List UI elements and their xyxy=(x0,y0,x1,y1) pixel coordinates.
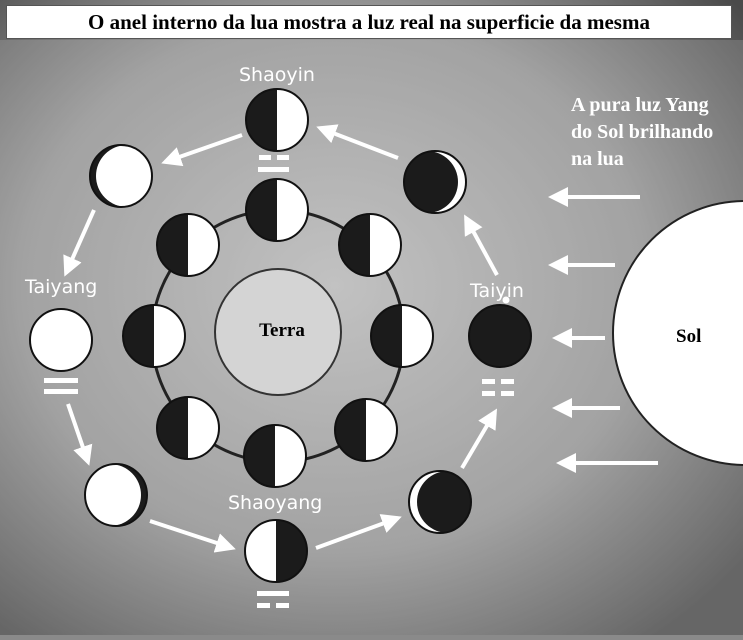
caption-line: na lua xyxy=(571,148,624,170)
half-moon xyxy=(245,88,309,152)
new-moon xyxy=(468,304,532,368)
half-moon xyxy=(156,396,220,460)
cycle-arrow xyxy=(63,209,96,277)
half-moon xyxy=(122,304,186,368)
label-shaoyang: Shaoyang xyxy=(228,492,323,514)
label-taiyang: Taiyang xyxy=(25,276,98,298)
earth xyxy=(214,268,342,396)
shaoyang-symbol xyxy=(257,591,289,608)
inner-moons xyxy=(122,178,434,488)
half-moon xyxy=(334,398,398,462)
sunlight-caption: A pura luz Yang do Sol brilhando na lua xyxy=(571,92,741,173)
half-moon xyxy=(244,519,308,583)
cycle-arrow xyxy=(66,403,93,466)
cycle-arrow xyxy=(316,124,399,160)
reference-dot xyxy=(502,296,510,304)
half-moon xyxy=(338,213,402,277)
gibbous-moon xyxy=(89,144,153,208)
half-moon xyxy=(370,304,434,368)
label-taiyin: Taiyin xyxy=(470,280,524,302)
sun-label: Sol xyxy=(676,326,702,347)
sun-rays xyxy=(548,187,658,473)
cycle-arrow xyxy=(464,214,499,276)
half-moon xyxy=(156,213,220,277)
cycle-arrow xyxy=(161,133,243,167)
label-shaoyin: Shaoyin xyxy=(239,64,315,86)
cycle-arrow xyxy=(315,514,402,550)
caption-line: A pura luz Yang xyxy=(571,94,709,116)
half-moon xyxy=(243,424,307,488)
earth-label: Terra xyxy=(259,320,305,341)
crescent-moon xyxy=(408,470,472,534)
shaoyin-symbol xyxy=(258,155,289,172)
half-moon xyxy=(245,178,309,242)
crescent-moon xyxy=(403,150,467,214)
page-title: O anel interno da lua mostra a luz real … xyxy=(6,5,732,39)
cycle-arrows xyxy=(63,124,499,553)
caption-line: do Sol brilhando xyxy=(571,121,714,143)
sun xyxy=(612,200,743,466)
taiyin-symbol xyxy=(482,379,514,396)
outer-moons xyxy=(29,88,532,583)
full-moon xyxy=(29,308,93,372)
gibbous-moon xyxy=(84,463,148,527)
cycle-arrow xyxy=(460,408,498,470)
cycle-arrow xyxy=(149,519,236,553)
taiyang-symbol xyxy=(44,378,78,394)
